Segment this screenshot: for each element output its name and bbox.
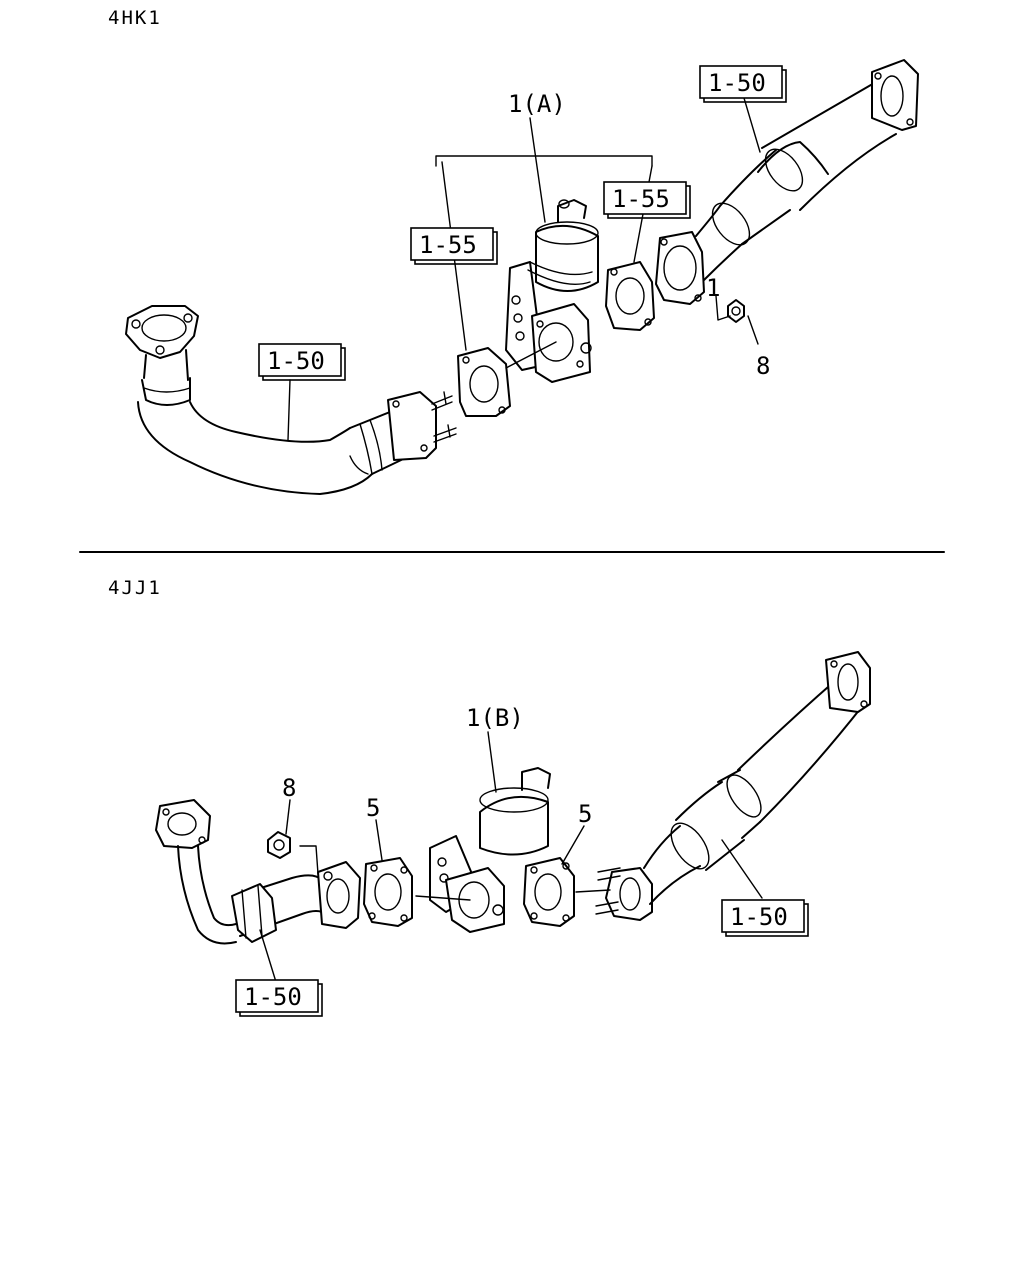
svg-text:1: 1 [706, 274, 720, 302]
callout-ref-1-50-right-bottom: 1-50 [721, 899, 809, 937]
callout-part-5-right: 5 [578, 800, 592, 828]
svg-text:8: 8 [282, 774, 296, 802]
callout-ref-1-50-right-top: 1-50 [699, 65, 787, 103]
leader-lines-4hk1 [287, 97, 761, 441]
front-exhaust-pipe-4hk1 [125, 305, 457, 495]
exhaust-brake-unit-1a [505, 199, 599, 383]
svg-text:5: 5 [578, 800, 592, 828]
callout-ref-1-55-left: 1-55 [410, 227, 498, 265]
gasket-part-5-left [363, 857, 413, 927]
svg-text:8: 8 [756, 352, 770, 380]
leader-lines-4jj1 [259, 731, 763, 983]
svg-text:1-50: 1-50 [730, 903, 788, 931]
callout-part-1-small: 1 [706, 274, 720, 302]
callout-part-5-left: 5 [366, 794, 380, 822]
svg-text:1-50: 1-50 [244, 983, 302, 1011]
gasket-part-5-right [523, 857, 575, 927]
callout-ref-1-55-right: 1-55 [603, 181, 691, 219]
svg-text:1(A): 1(A) [508, 90, 566, 118]
nut-part-8-4hk1 [727, 299, 745, 323]
nut-part-8-4jj1 [267, 831, 291, 859]
gasket-right-4hk1 [605, 261, 655, 331]
callout-part-8-bottom: 8 [282, 774, 296, 802]
svg-text:1(B): 1(B) [466, 704, 524, 732]
callout-ref-1-50-left-bottom: 1-50 [235, 979, 323, 1017]
rear-exhaust-pipe-4jj1 [595, 651, 871, 921]
callout-ref-1-50-left-top: 1-50 [258, 343, 346, 381]
svg-text:1-50: 1-50 [267, 347, 325, 375]
callout-part-1b: 1(B) [466, 704, 524, 732]
callout-part-1a: 1(A) [508, 90, 566, 118]
section-heading-4jj1: 4JJ1 [108, 577, 162, 599]
svg-text:1-55: 1-55 [419, 231, 477, 259]
gasket-left-4hk1 [457, 347, 511, 417]
rear-exhaust-pipe-4hk1 [655, 59, 919, 305]
section-heading-4hk1: 4HK1 [108, 7, 162, 29]
exhaust-brake-unit-1b [429, 767, 551, 933]
svg-text:1-55: 1-55 [612, 185, 670, 213]
callout-part-8-top: 8 [756, 352, 770, 380]
front-exhaust-pipe-4jj1 [155, 799, 361, 945]
svg-text:5: 5 [366, 794, 380, 822]
svg-text:1-50: 1-50 [708, 69, 766, 97]
